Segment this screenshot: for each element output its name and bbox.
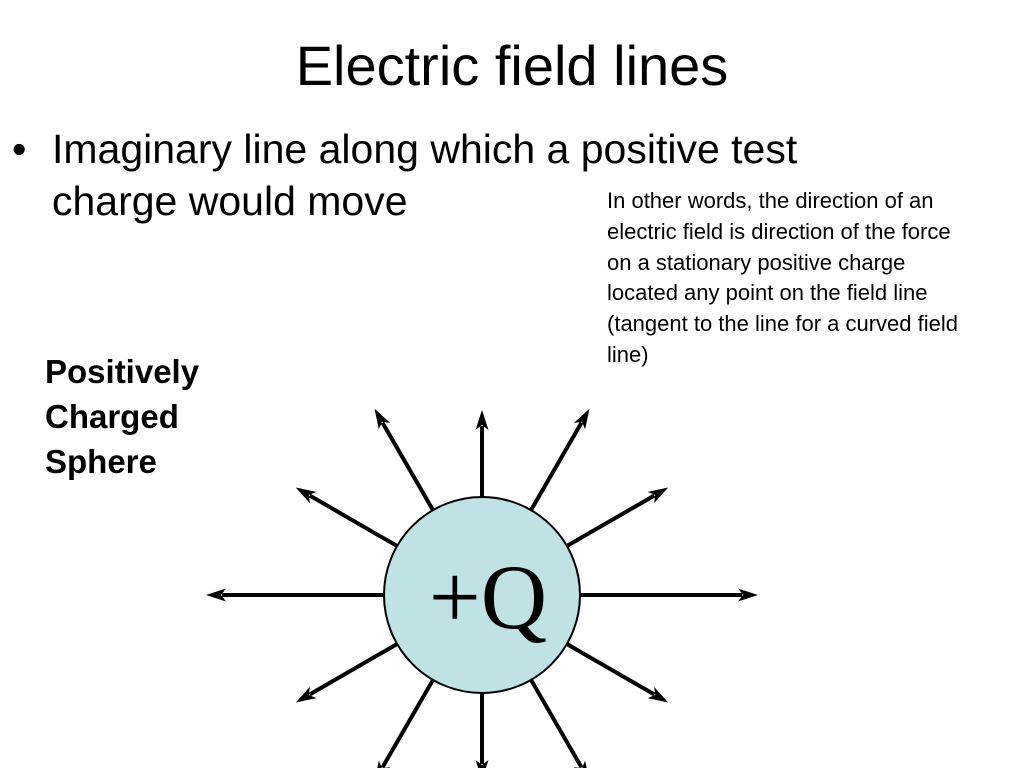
charged-sphere [383,496,581,694]
arrowhead-icon [295,487,317,504]
arrowhead-icon [475,410,489,430]
field-line [308,639,404,697]
slide-title: Electric field lines [295,34,729,97]
bullet-marker: • [12,126,27,172]
arrowhead-icon [377,760,391,768]
field-lines [206,408,758,768]
arrowhead-icon [647,487,669,504]
explanation-note: In other words, the direction of an elec… [607,188,958,367]
arrowhead-icon [647,686,669,703]
bullet-text: Imaginary line along which a positive te… [52,126,798,224]
arrowhead-icon [374,408,391,430]
bullet-point: • Imaginary line along which a positive … [10,123,910,227]
field-line [526,673,584,768]
field-line [308,493,404,551]
arrowhead-icon [738,588,758,602]
field-line [380,673,438,768]
arrowhead-icon [573,760,587,768]
charge-label: +Q [429,546,547,648]
arrowhead-icon [573,408,590,430]
field-line [560,493,656,551]
sphere-label: Positively Charged Sphere [45,353,200,480]
arrowhead-icon [206,588,226,602]
field-line [526,421,584,517]
arrowhead-icon [475,760,489,768]
field-line [380,421,438,517]
arrowhead-icon [295,686,317,703]
field-line [560,639,656,697]
